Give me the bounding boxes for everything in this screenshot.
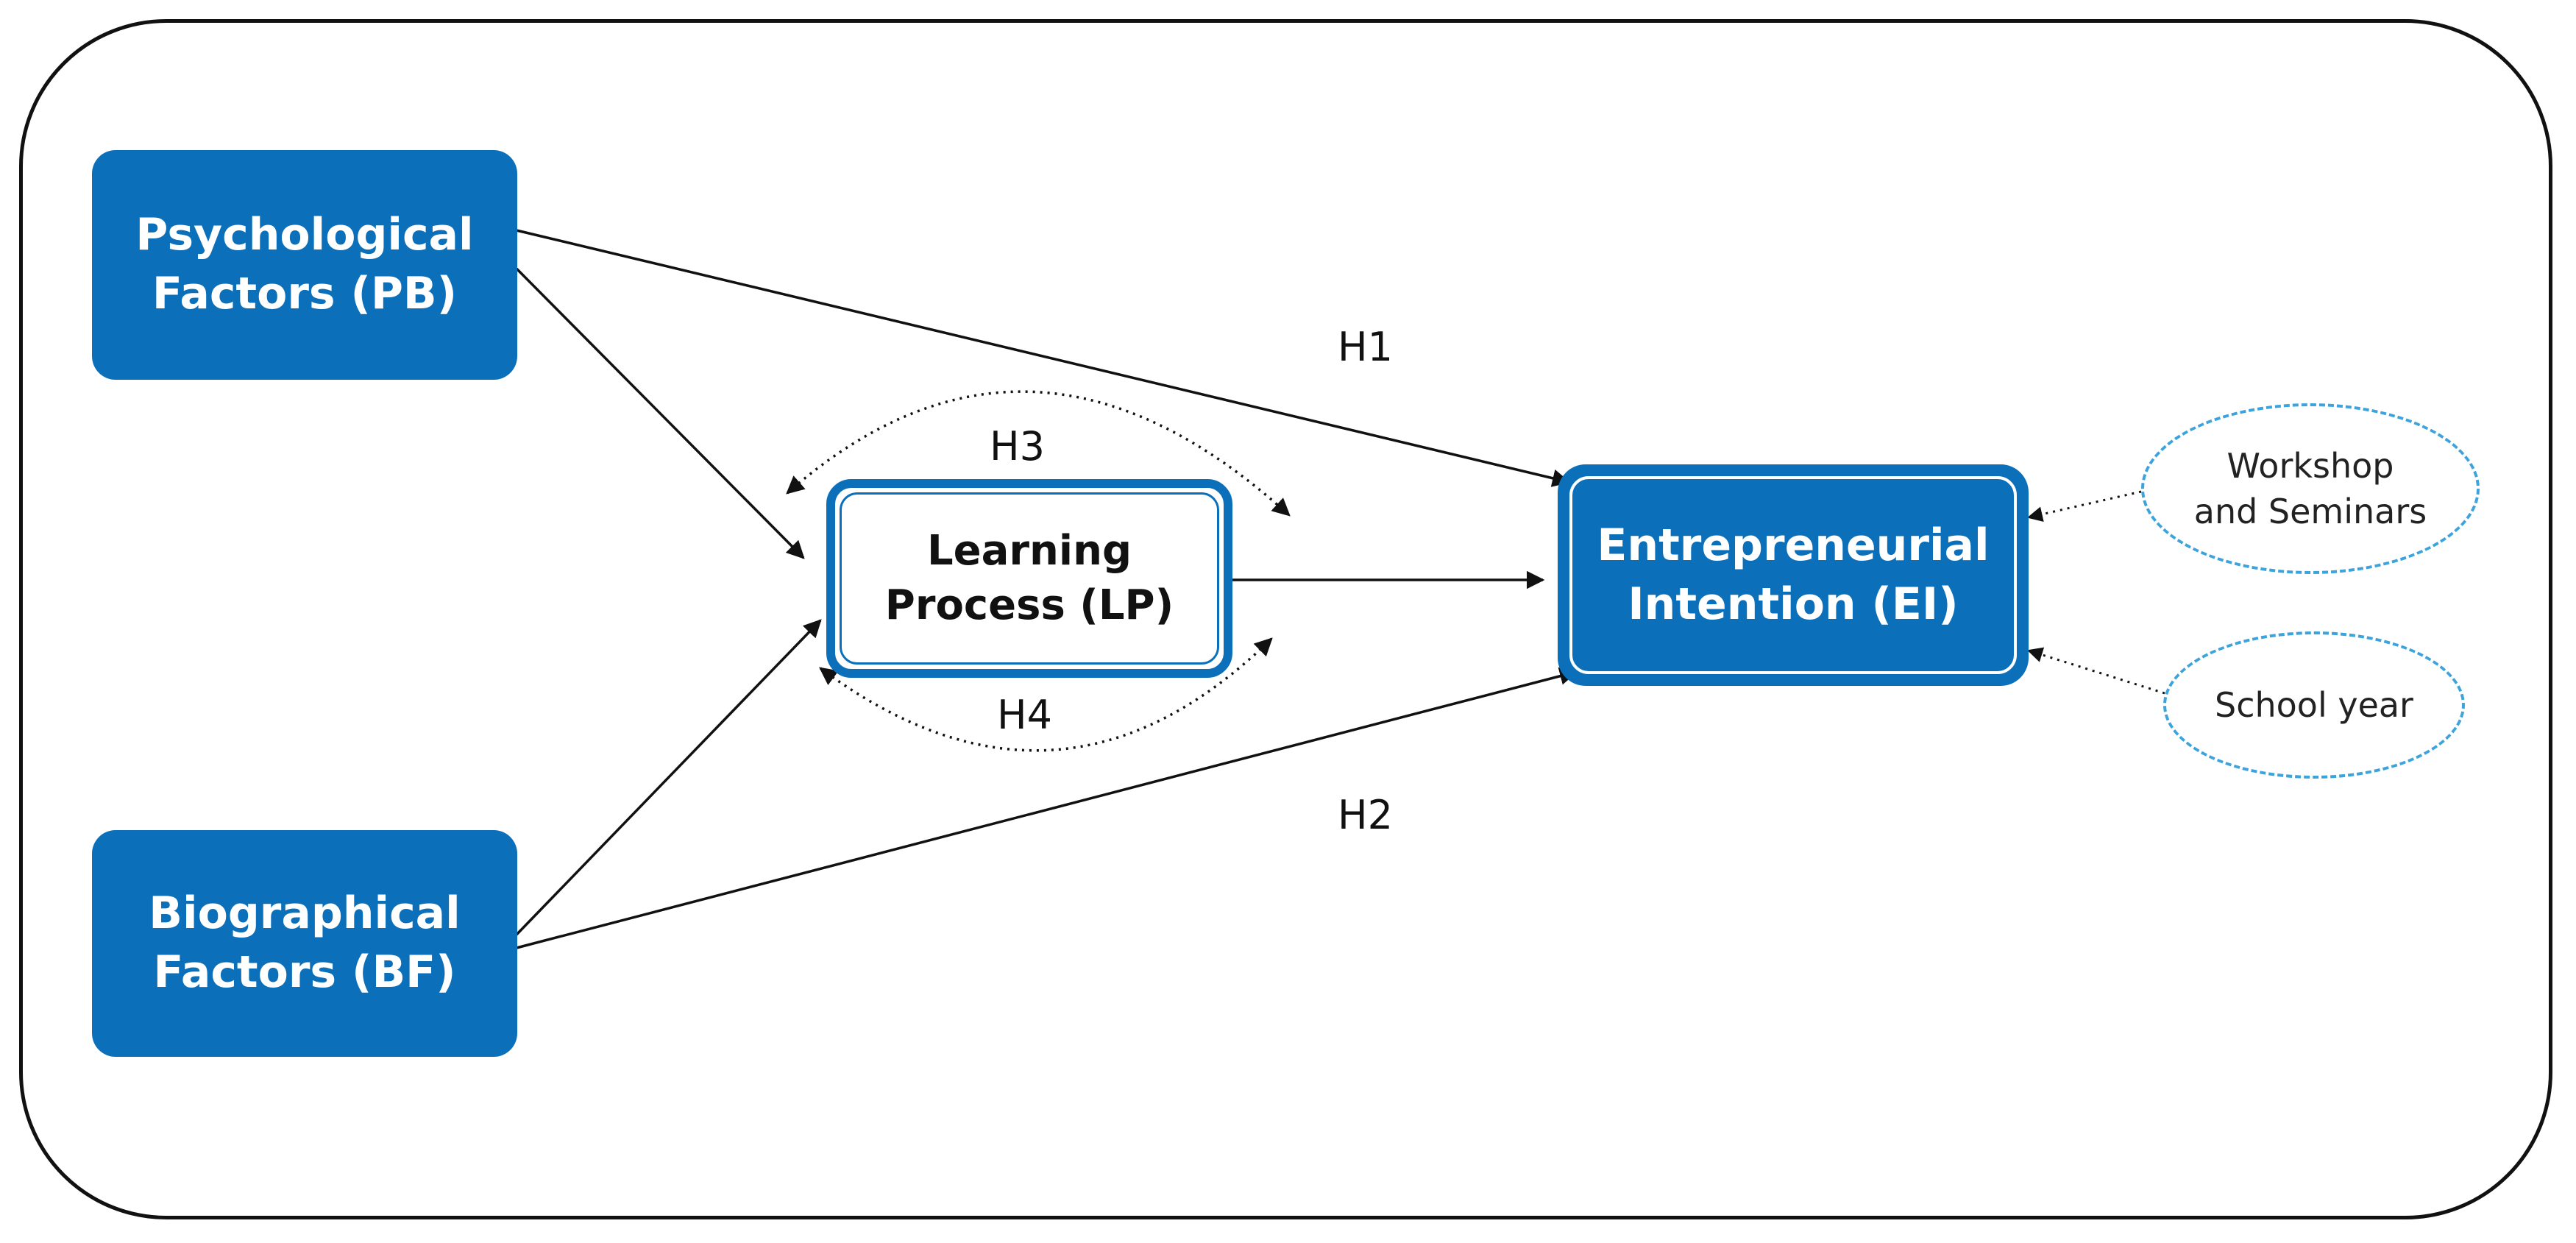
arrow-bf-to-ei [516,667,1578,949]
node-psychological-factors: Psychological Factors (PB) [92,150,517,380]
arrow-school-year-to-ei [2026,647,2165,695]
node-biographical-factors-label: Biographical Factors (BF) [149,888,461,998]
hypothesis-label-h4: H4 [997,692,1052,738]
node-entrepreneurial-intention-inner-border [1569,476,2017,674]
arrow-bf-to-lp [515,619,822,936]
diagram-frame [19,19,2552,1219]
node-psychological-factors-label: Psychological Factors (PB) [135,209,474,319]
node-entrepreneurial-intention-label: Entrepreneurial Intention (EI) [1597,519,1990,630]
node-learning-process: Learning Process (LP) [826,479,1232,678]
arrow-workshops-to-ei [2026,490,2142,523]
hypothesis-label-h1: H1 [1338,324,1393,370]
hypothesis-label-h2: H2 [1338,792,1393,838]
control-school-year: School year [2163,631,2465,779]
arrow-pb-to-lp [515,267,805,559]
node-learning-process-inner-border [840,492,1219,665]
node-learning-process-label: Learning Process (LP) [884,526,1174,629]
node-entrepreneurial-intention: Entrepreneurial Intention (EI) [1558,464,2029,686]
control-school-year-label: School year [2215,684,2413,725]
arrow-pb-to-ei [516,229,1571,487]
arc-h3-moderation [786,390,1291,517]
hypothesis-label-h3: H3 [990,423,1045,470]
arc-h4-moderation [819,637,1273,752]
control-workshops-seminars-label: Workshop and Seminars [2193,445,2427,531]
node-biographical-factors: Biographical Factors (BF) [92,830,517,1057]
control-workshops-seminars: Workshop and Seminars [2141,403,2480,574]
